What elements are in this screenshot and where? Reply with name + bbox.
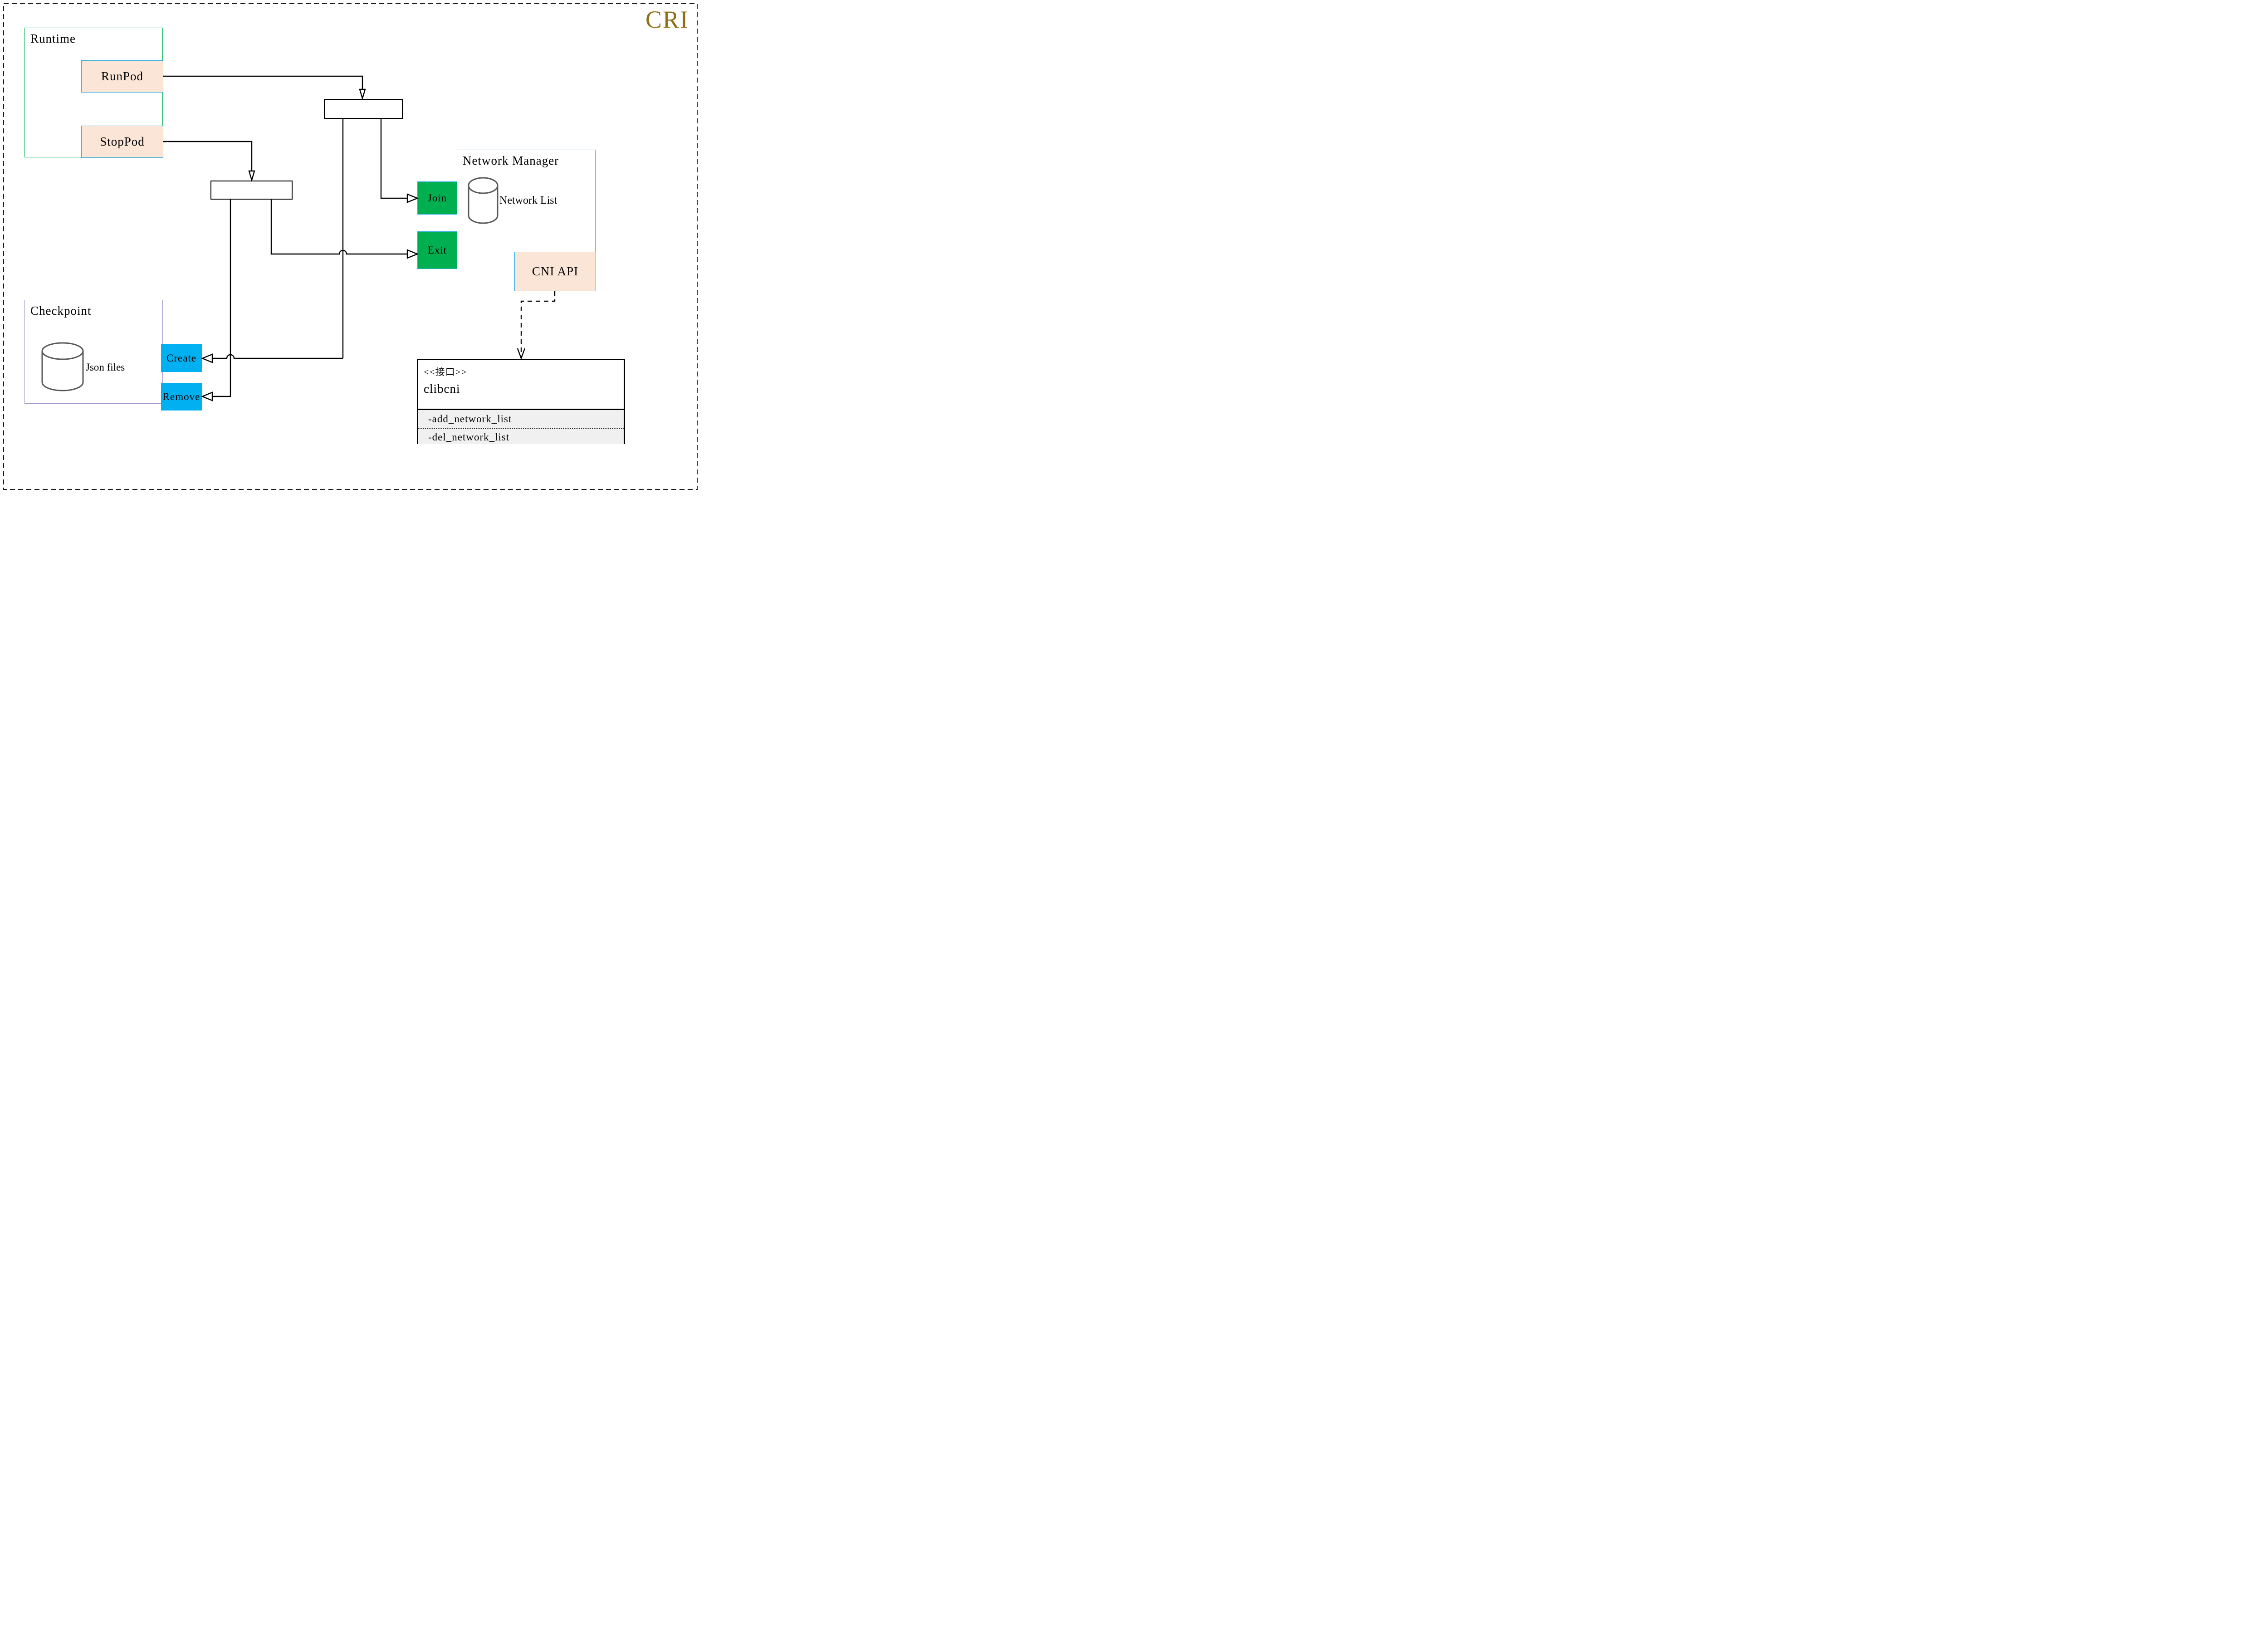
clibcni-methods-section: -add_network_list -del_network_list (418, 409, 624, 444)
runpod-label: RunPod (101, 69, 144, 83)
exit-label: Exit (427, 244, 447, 256)
runpod-box: RunPod (81, 60, 163, 93)
stoppod-label: StopPod (100, 135, 145, 148)
stoppod-to-fork2-connector (163, 141, 255, 182)
cni-api-box: CNI API (514, 252, 596, 291)
runtime-title: Runtime (30, 32, 76, 45)
clibcni-interface-box: <<接口>> clibcni -add_network_list -del_ne… (417, 359, 625, 444)
diagram-canvas: CRI Runtime RunPod StopPod Network Manag… (0, 0, 701, 493)
cri-badge: CRI (645, 6, 689, 33)
checkpoint-title: Checkpoint (30, 304, 92, 318)
cni-api-to-clibcni-dashed-connector (517, 291, 556, 360)
stoppod-box: StopPod (81, 126, 163, 158)
fork1-to-create-connector (200, 119, 344, 363)
clibcni-stereotype: <<接口>> (424, 367, 467, 377)
clibcni-name: clibcni (424, 382, 460, 396)
join-label: Join (427, 192, 447, 204)
fork-bar-1 (324, 99, 403, 119)
database-cylinder-icon (41, 342, 84, 391)
network-manager-title: Network Manager (463, 154, 559, 167)
join-box: Join (417, 181, 457, 215)
clibcni-header: <<接口>> clibcni (418, 360, 624, 409)
database-cylinder-icon (468, 177, 499, 224)
network-list-label: Network List (499, 195, 557, 206)
json-files-label: Json files (86, 362, 125, 373)
fork2-to-exit-connector (270, 200, 419, 259)
fork-bar-2 (210, 181, 293, 200)
create-box: Create (161, 344, 202, 372)
fork1-to-join-connector (380, 119, 419, 203)
remove-label: Remove (162, 391, 200, 402)
clibcni-method-add: -add_network_list (428, 413, 512, 425)
clibcni-method-del: -del_network_list (418, 428, 624, 445)
remove-box: Remove (161, 383, 202, 411)
create-label: Create (166, 352, 196, 364)
cni-api-label: CNI API (532, 264, 579, 278)
runpod-to-fork1-connector (163, 75, 366, 101)
exit-box: Exit (417, 231, 457, 269)
fork2-to-remove-connector (200, 200, 231, 401)
